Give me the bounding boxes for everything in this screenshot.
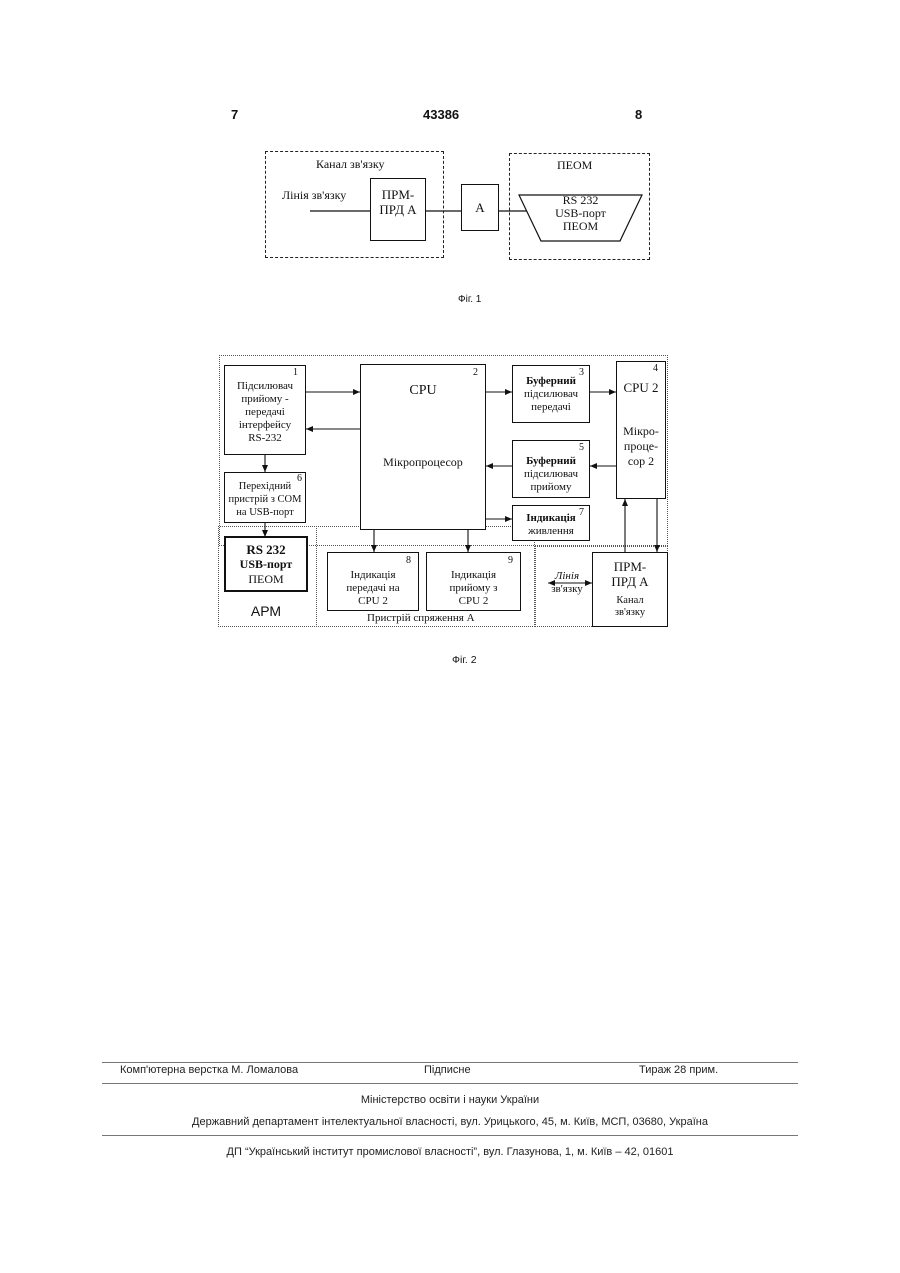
footer-rule-top (102, 1062, 798, 1063)
institute-line: ДП “Український інститут промислової вла… (102, 1146, 798, 1158)
ministry-line: Міністерство освіти і науки України (102, 1094, 798, 1106)
footer-rule-bottom (102, 1135, 798, 1136)
signed-label: Підписне (424, 1064, 471, 1076)
fig2-connections (0, 0, 900, 700)
fig2-caption: Фіг. 2 (452, 654, 477, 666)
circulation-label: Тираж 28 прим. (639, 1064, 718, 1076)
department-line: Державний департамент інтелектуальної вл… (102, 1116, 798, 1128)
typesetting-credit: Комп'ютерна верстка М. Ломалова (120, 1064, 298, 1076)
footer-rule-middle (102, 1083, 798, 1084)
